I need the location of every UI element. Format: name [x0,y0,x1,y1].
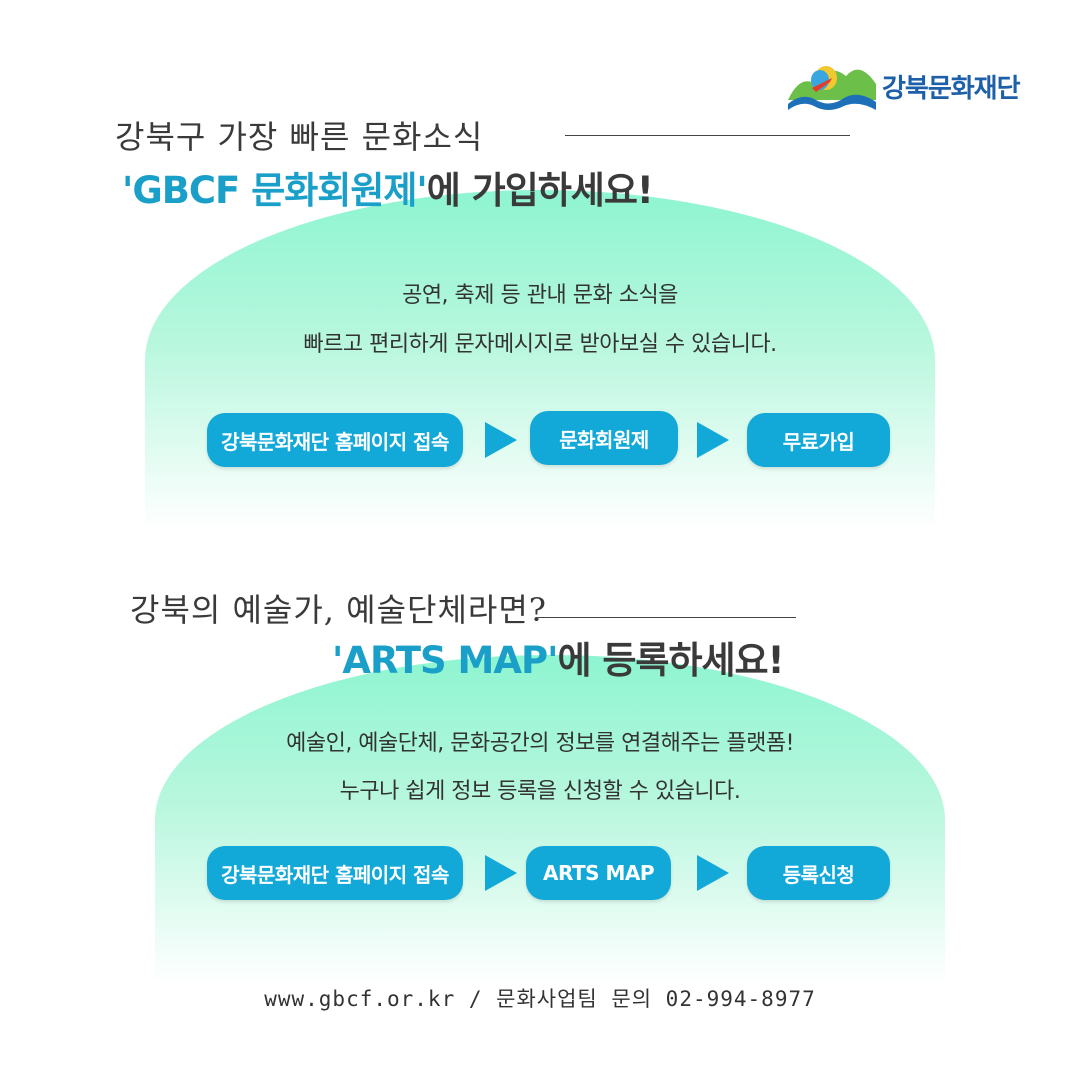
section2-step2-button[interactable]: ARTS MAP [526,846,671,900]
section2-headline-rest: 에 등록하세요! [557,639,784,682]
section1-step1-button[interactable]: 강북문화재단 홈페이지 접속 [207,413,463,467]
section2-subtitle: 강북의 예술가, 예술단체라면? [130,591,547,629]
arrow-right-icon [697,422,729,458]
arrow-right-icon [485,855,517,891]
footer-contact[interactable]: www.gbcf.or.kr / 문화사업팀 문의 02-994-8977 [264,987,816,1011]
brand-logo-icon [788,66,876,110]
section1-headline-accent: 'GBCF 문화회원제' [122,169,428,212]
section2-desc-line1: 예술인, 예술단체, 문화공간의 정보를 연결해주는 플랫폼! [286,731,794,756]
section2-background [155,655,945,985]
arrow-right-icon [485,422,517,458]
section1-headline: 'GBCF 문화회원제'에 가입하세요! [122,160,654,214]
section1-divider [565,135,850,136]
section2-step1-button[interactable]: 강북문화재단 홈페이지 접속 [207,846,463,900]
section2-desc-line2: 누구나 쉽게 정보 등록을 신청할 수 있습니다. [339,779,741,804]
section2-step3-button[interactable]: 등록신청 [747,846,890,900]
section1-headline-rest: 에 가입하세요! [426,169,654,212]
brand-logo: 강북문화재단 [786,54,1046,114]
brand-name: 강북문화재단 [882,74,1021,104]
arrow-right-icon [697,855,729,891]
section2-divider [538,617,796,618]
section2-headline-accent: 'ARTS MAP' [332,639,558,682]
section2-headline: 'ARTS MAP'에 등록하세요! [332,630,784,684]
section1-step2-button[interactable]: 문화회원제 [530,411,678,465]
section1-desc-line1: 공연, 축제 등 관내 문화 소식을 [402,283,678,308]
section1-background [145,190,935,530]
section1-subtitle: 강북구 가장 빠른 문화소식 [115,118,484,156]
section1-step3-button[interactable]: 무료가입 [747,413,890,467]
section1-desc-line2: 빠르고 편리하게 문자메시지로 받아보실 수 있습니다. [303,332,777,357]
